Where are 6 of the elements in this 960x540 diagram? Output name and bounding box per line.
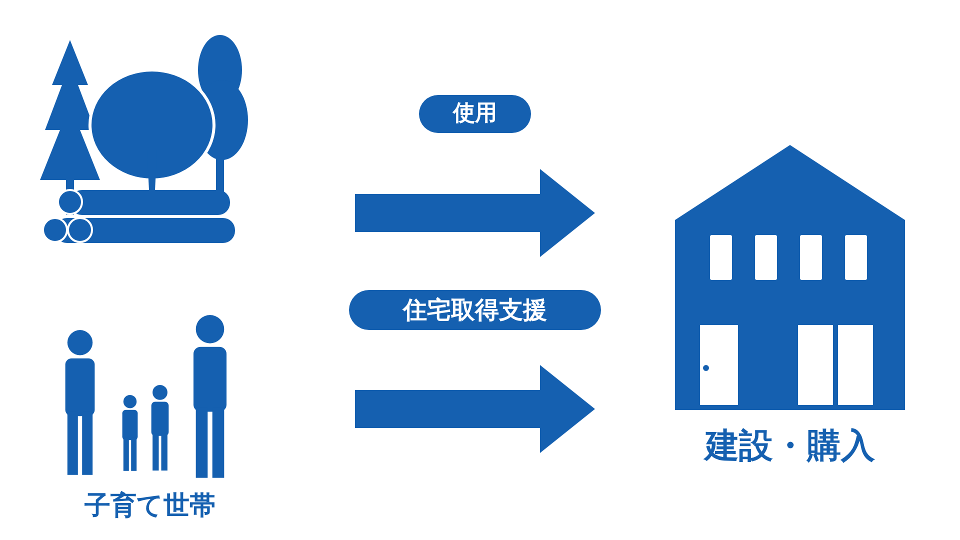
edge-label: 使用 (419, 95, 531, 133)
block-arrow (355, 169, 595, 257)
node-label: 子育て世帯 (84, 490, 216, 523)
node-label: 建設・購入 (702, 425, 876, 468)
edge-label: 住宅取得支援 (349, 290, 601, 330)
block-arrow (355, 365, 595, 453)
